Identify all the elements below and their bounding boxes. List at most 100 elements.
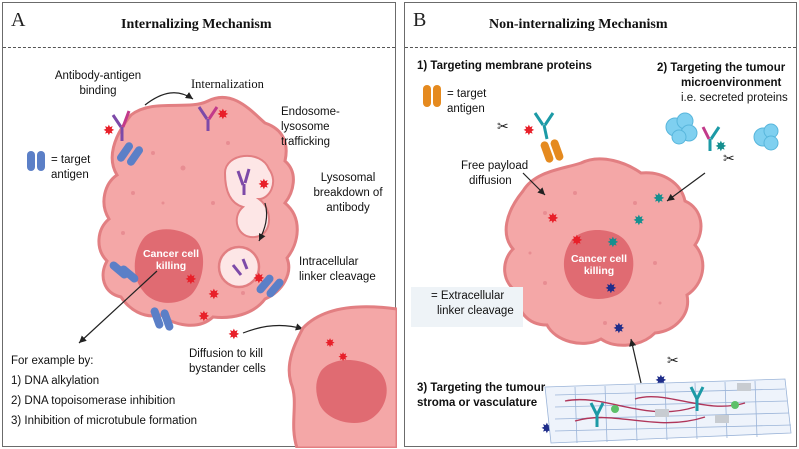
- endosome-vesicle: [223, 154, 275, 239]
- heading-3-line2: stroma or vasculature: [417, 397, 538, 409]
- membrane-antigens-b: [540, 139, 564, 163]
- lysosomal-line1: Lysosomal: [320, 172, 376, 184]
- svg-text:✂: ✂: [667, 352, 679, 368]
- target-antigen-label-a: = target antigen: [51, 153, 90, 183]
- svg-text:✸: ✸: [217, 106, 229, 122]
- target-antigen-b-line2: antigen: [447, 103, 485, 115]
- heading-microenvironment: 2) Targeting the tumour microenvironment…: [657, 61, 788, 106]
- svg-text:✂: ✂: [497, 118, 509, 134]
- svg-text:✸: ✸: [198, 308, 210, 324]
- payload-stars-a: ✸ ✸ ✸ ✸ ✸ ✸ ✸ ✸: [103, 106, 270, 342]
- svg-text:✸: ✸: [547, 210, 559, 226]
- svg-text:✸: ✸: [523, 122, 535, 138]
- endosome-label: Endosome- lysosome trafficking: [281, 105, 340, 150]
- panel-b-title: Non-internalizing Mechanism: [489, 17, 668, 32]
- lysosomal-line3: antibody: [326, 202, 370, 214]
- lysosomal-line2: breakdown of: [313, 187, 383, 199]
- examples-heading: For example by:: [11, 355, 94, 367]
- example-item: 2) DNA topoisomerase inhibition: [11, 395, 176, 407]
- panel-a-letter: A: [11, 9, 26, 31]
- heading-2-line3: i.e. secreted proteins: [681, 92, 788, 104]
- panel-b-divider: [405, 47, 796, 48]
- panel-a-internalizing: A Internalizing Mechanism: [2, 2, 397, 448]
- panel-b-illustration: ✂✂✂✂ ✸✸ ✸ ✸✸ ✸✸ ✸✸ ✸✸: [411, 85, 792, 444]
- payload-stars-b: ✸✸ ✸ ✸✸ ✸✸ ✸✸ ✸✸: [523, 122, 727, 436]
- intracellular-label: Intracellular linker cleavage: [299, 255, 376, 285]
- svg-text:✸: ✸: [653, 190, 665, 206]
- target-antigen-b-line1: = target: [447, 88, 487, 100]
- extracellular-line2: linker cleavage: [437, 305, 514, 317]
- extracellular-label: = Extracellular linker cleavage: [431, 289, 514, 319]
- membrane-antigens-a: [109, 142, 284, 331]
- stroma-antibodies: [589, 386, 705, 427]
- svg-text:✸: ✸: [253, 270, 265, 286]
- svg-text:✸: ✸: [258, 176, 270, 192]
- panel-b-letter: B: [413, 9, 427, 31]
- extracellular-legend-bg: [411, 287, 523, 327]
- binding-label-line1: Antibody-antigen: [54, 70, 142, 82]
- heading-membrane-proteins: 1) Targeting membrane proteins: [417, 60, 592, 72]
- target-antigen-label-b: = target antigen: [447, 87, 486, 117]
- nucleus-b: [563, 229, 634, 299]
- stroma-elements: [611, 383, 751, 423]
- endosome-line2: lysosome: [281, 121, 330, 133]
- free-payload-line1: Free payload: [461, 160, 529, 172]
- binding-label-line2: binding: [79, 85, 117, 97]
- heading-stroma: 3) Targeting the tumour stroma or vascul…: [417, 381, 545, 411]
- cancer-killing-b-line2: killing: [583, 265, 615, 277]
- cell-dots-b: [528, 191, 662, 325]
- svg-text:✸: ✸: [633, 212, 645, 228]
- nucleus-a: [134, 229, 204, 303]
- heading-2-line1: 2) Targeting the tumour: [657, 62, 786, 74]
- heading-3-line1: 3) Targeting the tumour: [417, 382, 546, 394]
- endosome-line3: trafficking: [281, 136, 331, 148]
- example-item: 3) Inhibition of microtubule formation: [11, 415, 198, 427]
- cancer-killing-a-line2: killing: [155, 260, 187, 272]
- target-antigen-legend-icon: [27, 151, 45, 171]
- examples-block: For example by: 1) DNA alkylation 2) DNA…: [11, 351, 197, 431]
- svg-text:✸: ✸: [228, 326, 240, 342]
- svg-text:✸: ✸: [715, 138, 727, 154]
- cancer-killing-a-line1: Cancer cell: [142, 248, 200, 260]
- intracellular-line1: Intracellular: [299, 256, 359, 268]
- svg-text:✸: ✸: [571, 232, 583, 248]
- lysosome: [217, 245, 261, 289]
- svg-text:✸: ✸: [103, 122, 115, 138]
- svg-text:✸: ✸: [185, 271, 197, 287]
- diffusion-label: Diffusion to kill bystander cells: [189, 347, 266, 377]
- svg-text:✸: ✸: [613, 320, 625, 336]
- cancer-killing-label-b: Cancer cell killing: [567, 253, 631, 277]
- heading-2-line2: microenvironment: [681, 77, 782, 89]
- panel-b-non-internalizing: B Non-internalizing Mechanism: [404, 2, 797, 447]
- internalization-label: Internalization: [191, 77, 264, 91]
- external-antibodies-a: [111, 106, 219, 141]
- svg-text:✸: ✸: [325, 336, 335, 350]
- panel-a-divider: [3, 47, 395, 48]
- svg-text:✂: ✂: [723, 150, 735, 166]
- target-antigen-line1: = target: [51, 154, 91, 166]
- cancer-killing-b-line1: Cancer cell: [570, 253, 628, 265]
- target-antigen-legend-icon-b: [423, 85, 441, 107]
- diffusion-line2: bystander cells: [189, 363, 266, 375]
- external-antibodies-b: [533, 112, 721, 151]
- free-payload-line2: diffusion: [469, 175, 512, 187]
- binding-label: Antibody-antigen binding: [43, 69, 153, 99]
- svg-text:✸: ✸: [607, 234, 619, 250]
- endosome-line1: Endosome-: [281, 106, 340, 118]
- svg-text:✸: ✸: [605, 280, 617, 296]
- example-item: 1) DNA alkylation: [11, 375, 100, 387]
- cancer-killing-label-a: Cancer cell killing: [139, 248, 203, 272]
- svg-text:✸: ✸: [208, 286, 220, 302]
- intracellular-line2: linker cleavage: [299, 271, 376, 283]
- svg-text:✸: ✸: [338, 350, 348, 364]
- lysosomal-label: Lysosomal breakdown of antibody: [303, 171, 393, 216]
- target-antigen-line2: antigen: [51, 169, 89, 181]
- extracellular-line1: = Extracellular: [431, 290, 505, 302]
- internal-antibodies: [231, 168, 251, 276]
- panel-a-illustration: ✸✸✸ ✸✸✸ ✸✸ ✸✸: [27, 92, 397, 448]
- diffusion-line1: Diffusion to kill: [189, 348, 263, 360]
- free-payload-label: Free payload diffusion: [461, 159, 528, 189]
- bystander-nucleus: [316, 359, 387, 423]
- panel-a-title: Internalizing Mechanism: [121, 17, 272, 32]
- secreted-proteins: [665, 112, 779, 151]
